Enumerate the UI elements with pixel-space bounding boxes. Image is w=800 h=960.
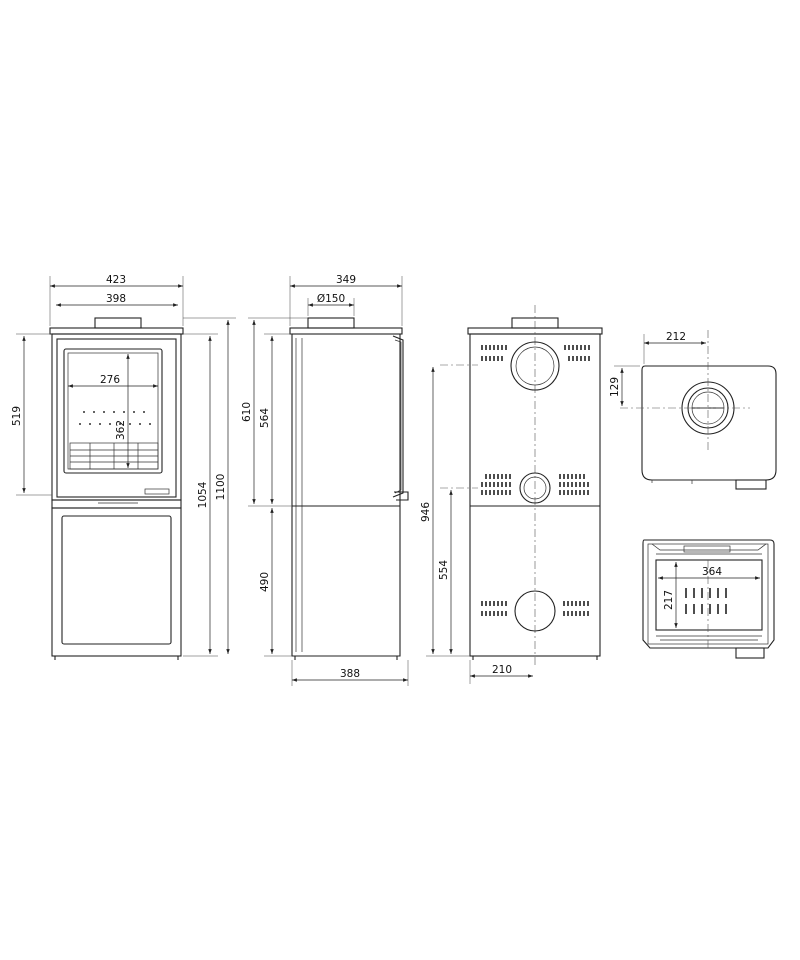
glass-window — [63, 348, 163, 474]
dim-flue-diameter: Ø150 — [317, 293, 345, 305]
air-holes — [79, 411, 151, 425]
rear-outlet-bottom — [514, 590, 556, 632]
top-outline — [641, 365, 777, 481]
grate — [69, 442, 159, 470]
rear-outlet-middle — [519, 472, 551, 504]
dim-side-mid-height: 564 — [259, 408, 271, 428]
dim-window-width: 276 — [100, 374, 120, 386]
rear-vents — [481, 345, 590, 616]
dim-window-height: 362 — [115, 420, 127, 440]
side-flue-collar — [307, 317, 355, 329]
dim-front-total-width: 423 — [106, 274, 126, 286]
side-door-profile — [392, 335, 404, 498]
firebox-section: 364 217 — [642, 539, 775, 659]
lower-body — [51, 507, 182, 657]
dim-top-offset-x: 212 — [666, 331, 686, 343]
side-view: 349 Ø150 610 564 490 388 — [241, 274, 409, 686]
side-body — [291, 333, 401, 657]
dim-rear-lower-outlet-height: 554 — [438, 560, 450, 580]
rear-view: 946 554 210 — [420, 305, 603, 684]
side-top-plate — [289, 327, 403, 335]
lower-panel — [61, 515, 172, 645]
dim-side-upper-height: 610 — [241, 402, 253, 422]
dim-firebox-height: 217 — [663, 590, 675, 610]
dim-upper-height: 519 — [11, 406, 23, 426]
door-handle — [144, 488, 170, 495]
dim-rear-offset: 210 — [492, 664, 512, 676]
flue-collar — [94, 317, 142, 329]
dim-body-height: 1054 — [197, 481, 209, 508]
dim-top-offset-y: 129 — [609, 377, 621, 397]
firebox-handle — [735, 647, 765, 659]
firebox-chamber — [655, 559, 763, 631]
divider-band — [51, 499, 182, 509]
rear-outlet-top — [510, 341, 560, 391]
dim-side-depth: 388 — [340, 668, 360, 680]
front-view: 423 398 276 362 519 1054 1100 — [11, 274, 236, 660]
dim-side-lower-height: 490 — [259, 572, 271, 592]
dim-rear-outlet-height: 946 — [420, 502, 432, 522]
glass-inner — [67, 352, 159, 470]
dim-firebox-width: 364 — [702, 566, 722, 578]
top-handle — [735, 479, 767, 490]
dim-side-top-width: 349 — [336, 274, 356, 286]
top-plate — [49, 327, 184, 335]
dim-front-body-width: 398 — [106, 293, 126, 305]
firebox-outline — [642, 539, 775, 649]
top-view: 212 129 — [609, 330, 777, 490]
firebox-grate — [685, 588, 727, 614]
dim-total-height: 1100 — [215, 474, 227, 501]
door-frame — [56, 338, 177, 498]
